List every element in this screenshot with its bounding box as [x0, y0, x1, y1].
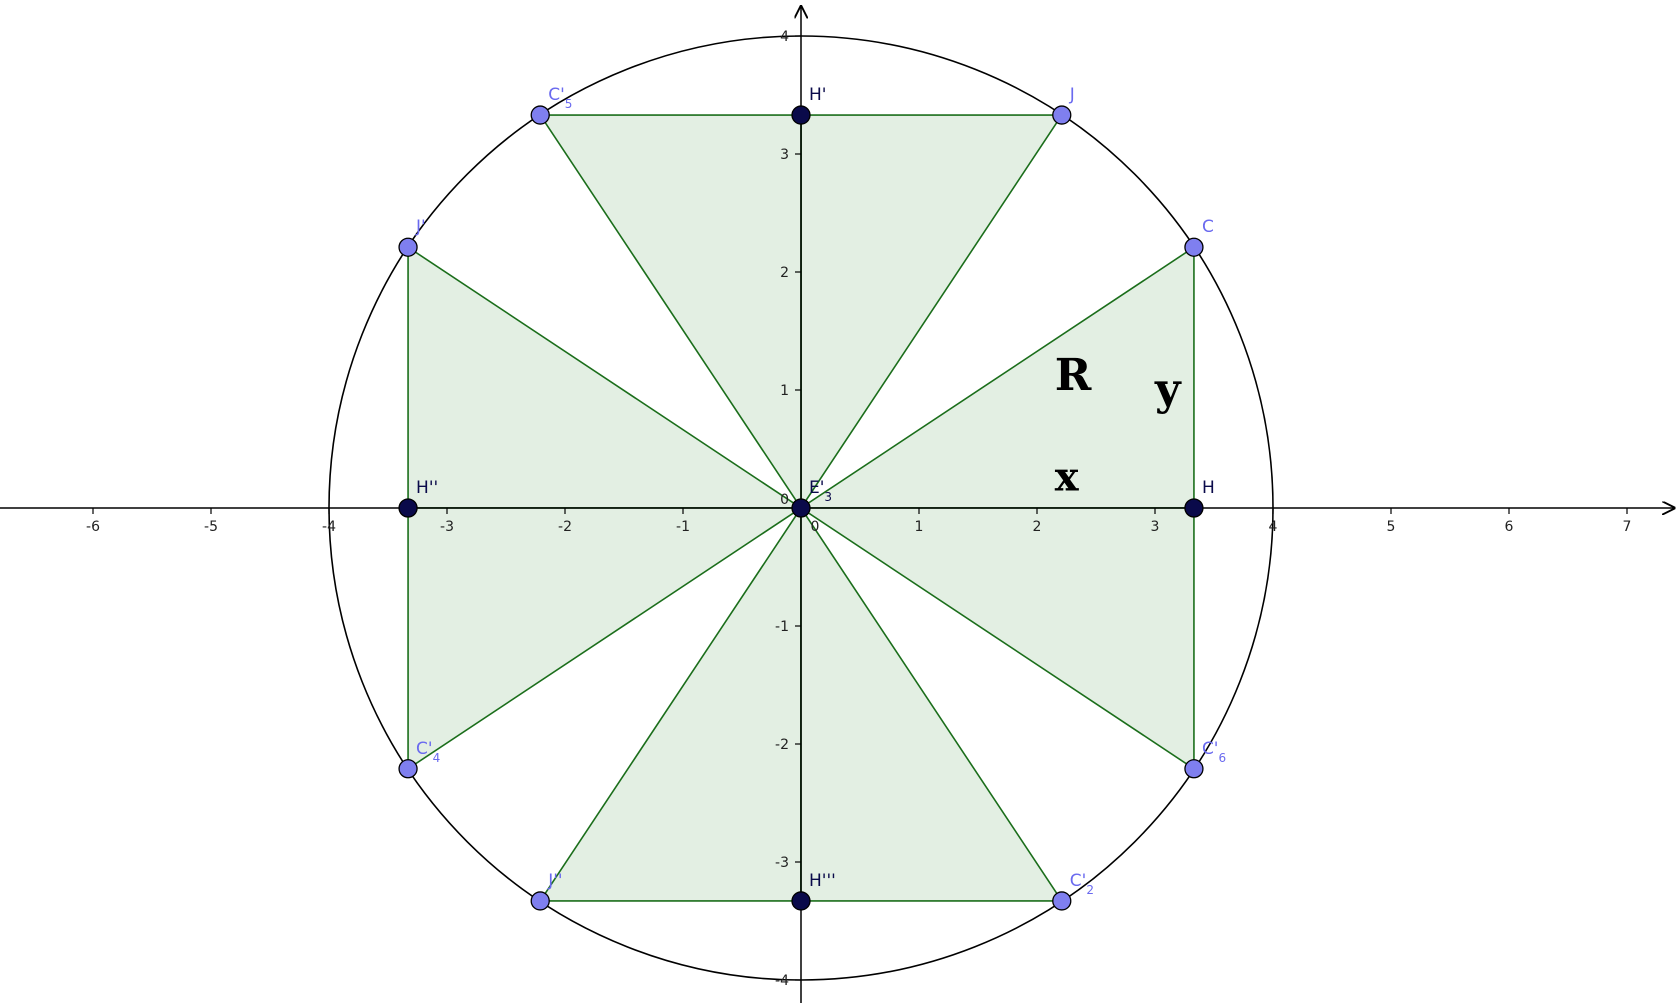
point-J1 [398, 237, 418, 257]
x-tick-label: -4 [322, 519, 336, 535]
point-H2 [398, 498, 418, 518]
x-tick-label: 6 [1505, 519, 1514, 535]
y-tick-label: 2 [780, 265, 789, 281]
x-tick-label: 2 [1033, 519, 1042, 535]
point-H1 [791, 105, 811, 125]
point-H [1184, 498, 1204, 518]
point-label-J1: J' [415, 217, 426, 237]
point-label-H1: H' [809, 85, 826, 105]
y-tick-label: 3 [780, 147, 789, 163]
point-J [1052, 105, 1072, 125]
point-C4 [398, 759, 418, 779]
point-H3 [791, 891, 811, 911]
y-tick-label: -1 [775, 619, 789, 635]
origin-label: 0 [780, 492, 789, 508]
big-label-y: y [1154, 364, 1182, 415]
y-tick-label: -2 [775, 737, 789, 753]
point-J2 [530, 891, 550, 911]
point-label-H2: H'' [416, 478, 438, 498]
triangles-layer [407, 114, 1195, 902]
point-C2 [1052, 891, 1072, 911]
point-C5 [530, 105, 550, 125]
big-label-R: R [1055, 350, 1092, 401]
point-label-J: J [1069, 85, 1075, 105]
x-tick-label: 0 [811, 519, 820, 535]
x-tick-label: 5 [1387, 519, 1396, 535]
x-tick-label: 3 [1151, 519, 1160, 535]
point-label-J2: J'' [547, 871, 562, 891]
y-tick-label: 4 [780, 29, 789, 45]
x-tick-label: -1 [676, 519, 690, 535]
y-tick-label: 1 [780, 383, 789, 399]
x-tick-label: 1 [915, 519, 924, 535]
y-tick-label: -4 [775, 973, 789, 989]
point-C6 [1184, 759, 1204, 779]
x-tick-label: -2 [558, 519, 572, 535]
point-C [1184, 237, 1204, 257]
big-label-x: x [1055, 453, 1080, 500]
point-label-H3: H''' [809, 871, 836, 891]
y-tick-label: -3 [775, 855, 789, 871]
point-O [791, 498, 811, 518]
point-label-subscript: 4 [433, 751, 441, 765]
point-label-subscript: 5 [565, 97, 573, 111]
x-tick-label: -3 [440, 519, 454, 535]
x-tick-label: -5 [204, 519, 218, 535]
point-label-subscript: 3 [824, 490, 832, 504]
point-label-subscript: 2 [1086, 883, 1094, 897]
axes-layer: -6 -5 -4 -3 -2 -1 0 1 2 3 4 5 6 7 -4 -3 -2 -1 1 2 3 4 0 [0, 7, 1674, 1003]
x-tick-label: 7 [1623, 519, 1632, 535]
point-label-C6: C'6 [1202, 739, 1226, 765]
point-label-C: C [1202, 217, 1214, 237]
point-label-subscript: 6 [1218, 751, 1226, 765]
x-tick-label: -6 [86, 519, 100, 535]
x-tick-label: 4 [1269, 519, 1278, 535]
point-label-H: H [1202, 478, 1215, 498]
